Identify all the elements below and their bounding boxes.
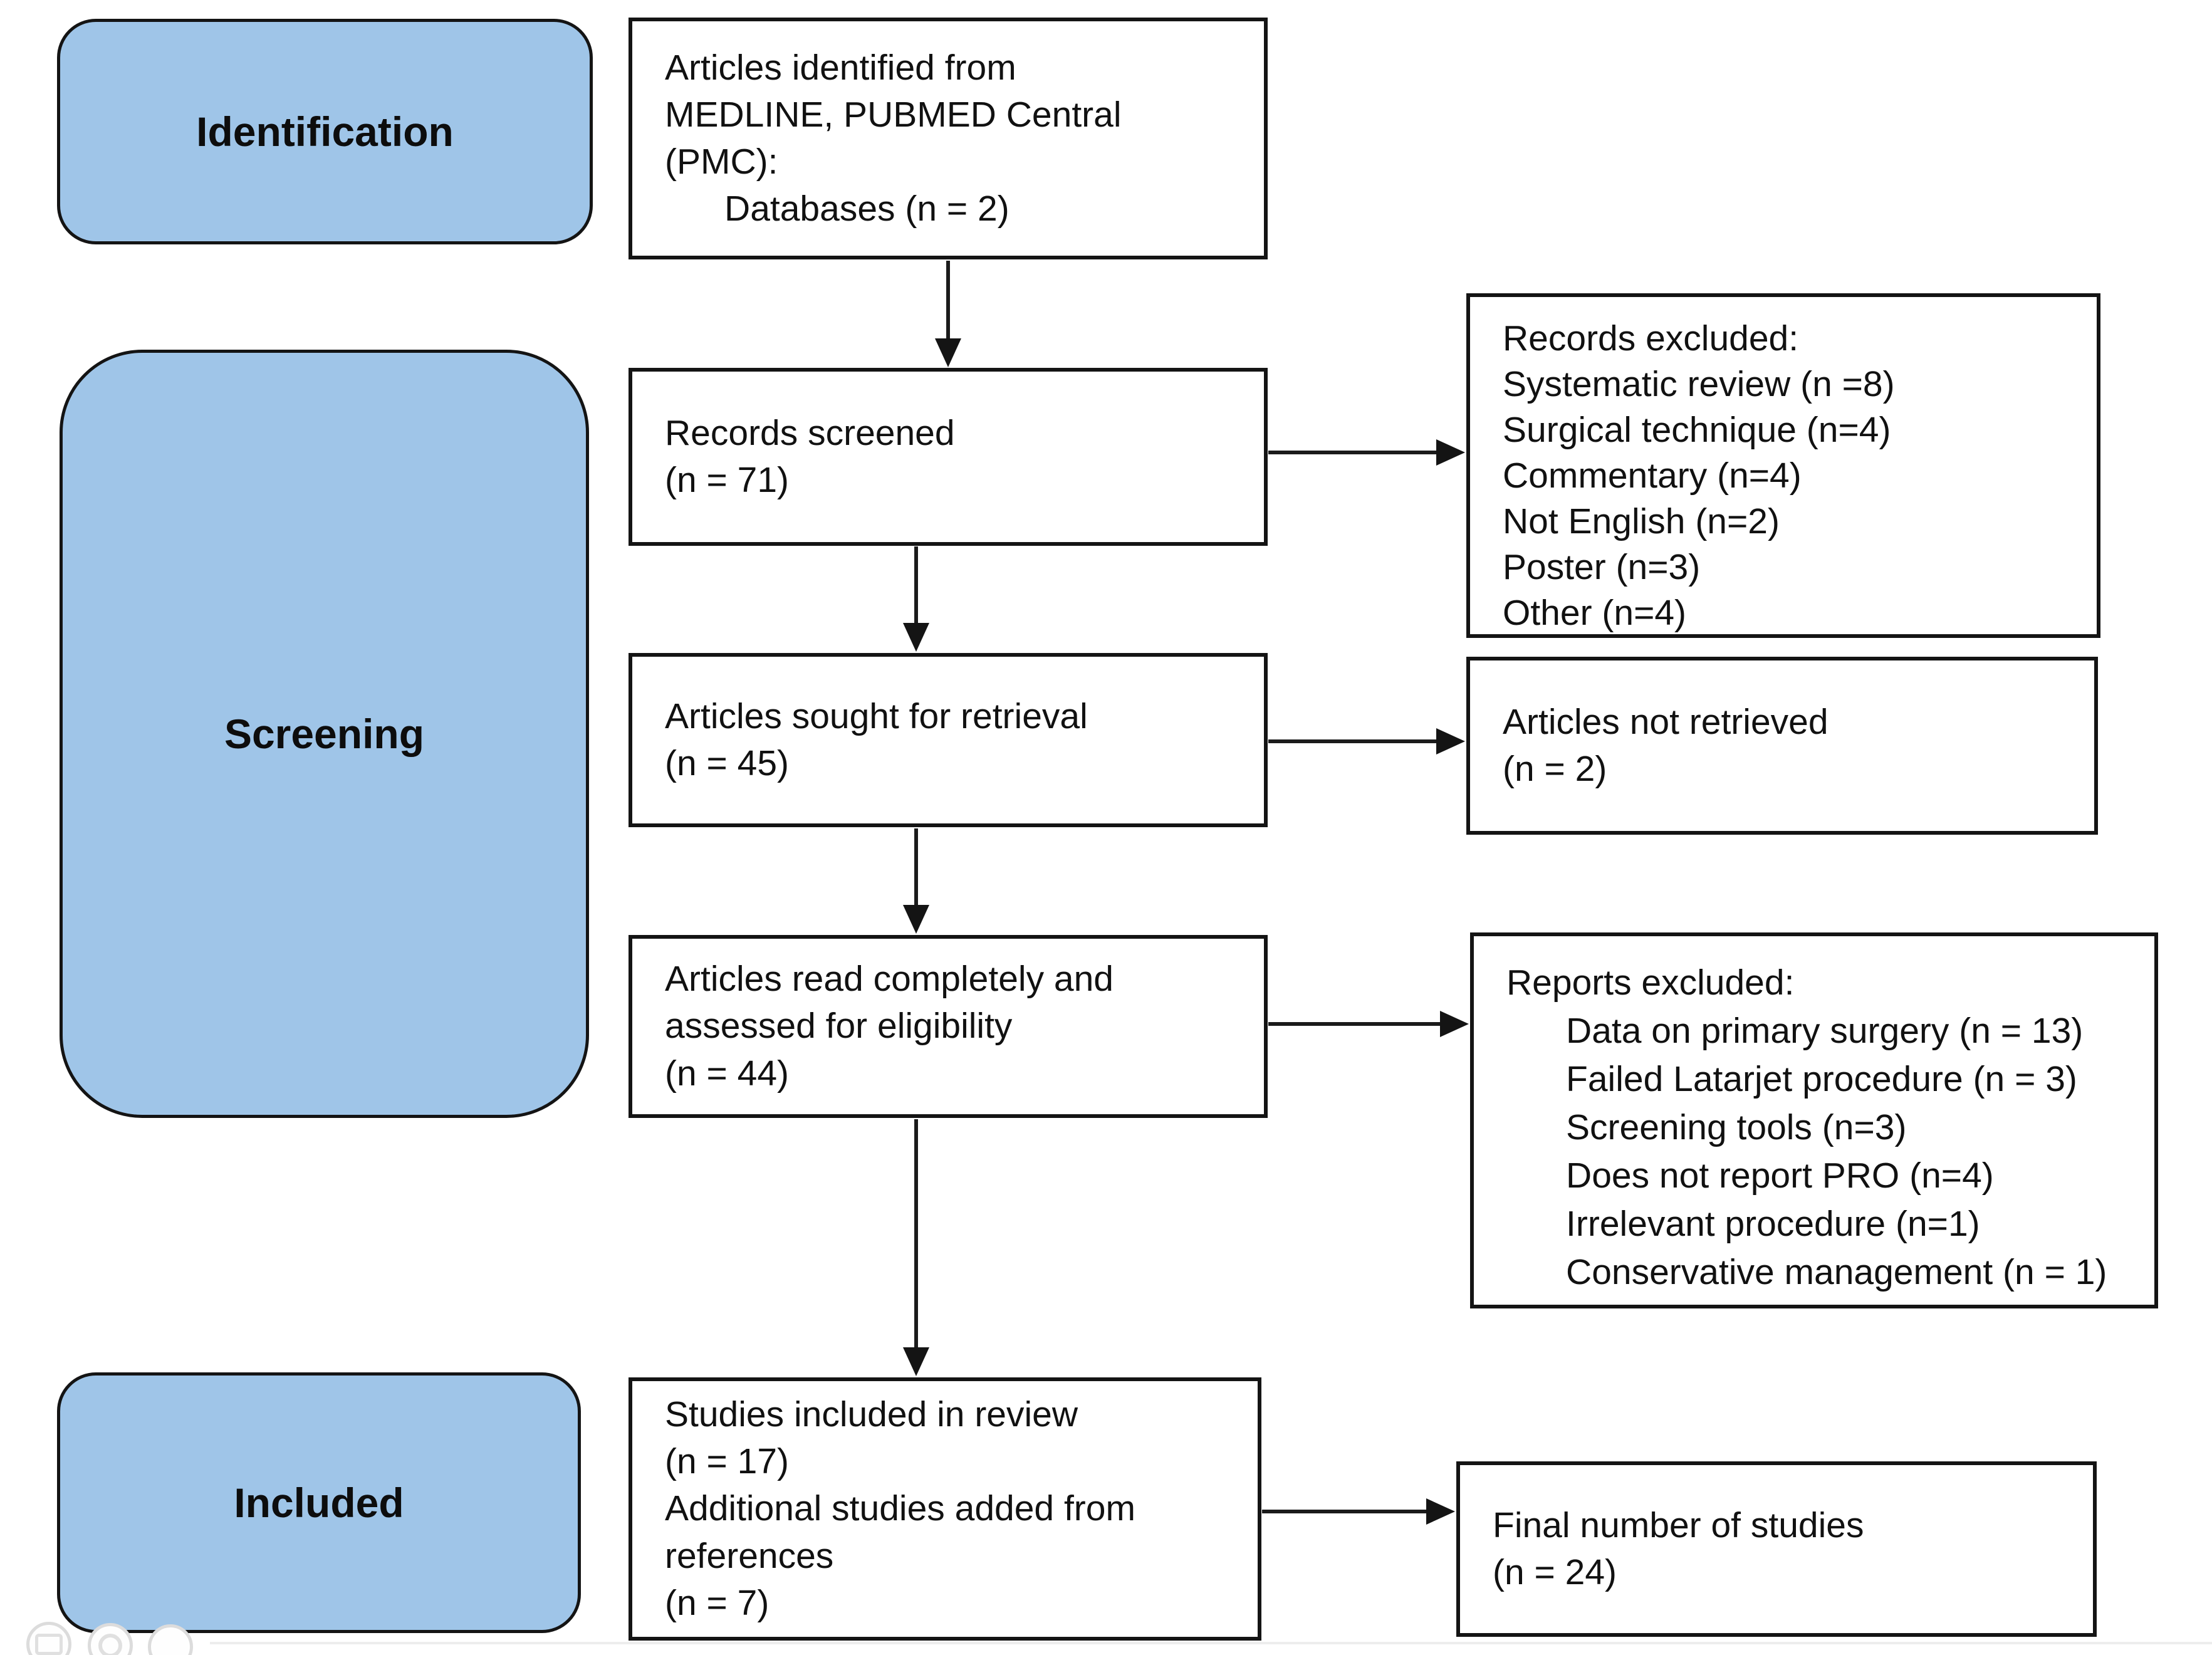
text-line: Databases (n = 2) xyxy=(665,189,1009,229)
arrow-shaft xyxy=(946,261,950,338)
node-reports-excluded: Reports excluded: Data on primary surger… xyxy=(1470,932,2158,1308)
viewer-control-button[interactable] xyxy=(148,1624,193,1655)
text-line: Articles not retrieved xyxy=(1503,701,1829,742)
arrow-head xyxy=(903,623,929,652)
text-line: (n = 17) xyxy=(665,1441,790,1482)
stage-included-label: Included xyxy=(234,1480,404,1526)
arrow-shaft xyxy=(1268,1022,1440,1026)
text-line: references xyxy=(665,1535,834,1576)
viewer-control-button[interactable] xyxy=(88,1623,133,1655)
arrow-head xyxy=(1426,1498,1455,1525)
text-line: Failed Latarjet procedure (n = 3) xyxy=(1506,1058,2077,1099)
node-records-screened: Records screened (n = 71) xyxy=(629,368,1268,546)
text-line: Poster (n=3) xyxy=(1503,546,1701,587)
text-line: Reports excluded: xyxy=(1506,963,1795,1003)
arrow-down-icon xyxy=(902,1119,930,1376)
arrow-shaft xyxy=(914,1119,918,1347)
text-line: Does not report PRO (n=4) xyxy=(1506,1155,1994,1196)
arrow-head xyxy=(903,905,929,934)
text-line: Other (n=4) xyxy=(1503,592,1687,633)
stage-identification: Identification xyxy=(57,19,593,244)
node-articles-sought: Articles sought for retrieval (n = 45) xyxy=(629,653,1268,827)
text-line: Records screened xyxy=(665,412,955,453)
text-line: assessed for eligibility xyxy=(665,1006,1013,1047)
text-line: Surgical technique (n=4) xyxy=(1503,409,1891,450)
stage-screening: Screening xyxy=(60,350,589,1118)
arrow-head xyxy=(1440,1011,1469,1037)
arrow-right-icon xyxy=(1268,1010,1469,1038)
text-line: Articles sought for retrieval xyxy=(665,696,1088,736)
text-line: Commentary (n=4) xyxy=(1503,455,1802,496)
text-line: Records excluded: xyxy=(1503,318,1799,358)
text-line: Irrelevant procedure (n=1) xyxy=(1506,1203,1980,1244)
text-line: (n = 45) xyxy=(665,743,790,783)
text-line: (PMC): xyxy=(665,142,778,182)
page-edge-divider xyxy=(210,1642,2212,1644)
text-line: (n = 71) xyxy=(665,460,790,500)
text-line: MEDLINE, PUBMED Central xyxy=(665,94,1122,135)
text-line: Conservative management (n = 1) xyxy=(1506,1251,2107,1292)
viewer-control-button[interactable] xyxy=(26,1622,71,1655)
arrow-shaft xyxy=(1268,451,1436,454)
text-line: Articles read completely and xyxy=(665,959,1114,1000)
node-articles-read: Articles read completely and assessed for… xyxy=(629,935,1268,1118)
text-line: (n = 44) xyxy=(665,1053,790,1094)
arrow-head xyxy=(1436,439,1465,466)
arrow-head xyxy=(1436,728,1465,754)
text-line: Not English (n=2) xyxy=(1503,501,1780,541)
text-line: Systematic review (n =8) xyxy=(1503,363,1895,404)
arrow-head xyxy=(903,1347,929,1376)
arrow-down-icon xyxy=(902,828,930,934)
arrow-shaft xyxy=(914,828,918,905)
text-line: (n = 24) xyxy=(1493,1552,1617,1592)
arrow-right-icon xyxy=(1268,439,1465,466)
stage-identification-label: Identification xyxy=(196,108,454,155)
node-articles-not-retrieved: Articles not retrieved (n = 2) xyxy=(1466,657,2098,835)
arrow-down-icon xyxy=(902,546,930,652)
stage-included: Included xyxy=(57,1372,581,1633)
text-line: Data on primary surgery (n = 13) xyxy=(1506,1010,2084,1051)
node-studies-included: Studies included in review (n = 17) Additi… xyxy=(629,1377,1261,1641)
text-line: Studies included in review xyxy=(665,1394,1078,1434)
arrow-shaft xyxy=(1262,1510,1426,1513)
text-line: (n = 7) xyxy=(665,1582,770,1623)
arrow-right-icon xyxy=(1262,1498,1455,1525)
arrow-head xyxy=(935,338,961,367)
stage-screening-label: Screening xyxy=(224,711,425,757)
arrow-down-icon xyxy=(934,261,962,367)
node-records-excluded: Records excluded: Systematic review (n =8… xyxy=(1466,293,2100,638)
arrow-shaft xyxy=(914,546,918,623)
viewer-dot-icon xyxy=(98,1634,122,1655)
text-line: Articles identified from xyxy=(665,47,1016,88)
text-line: Additional studies added from xyxy=(665,1488,1135,1529)
text-line: Final number of studies xyxy=(1493,1505,1864,1545)
node-final-studies: Final number of studies (n = 24) xyxy=(1456,1461,2097,1637)
viewer-tool-icon xyxy=(35,1634,63,1655)
text-line: (n = 2) xyxy=(1503,749,1607,789)
arrow-shaft xyxy=(1268,739,1436,743)
arrow-right-icon xyxy=(1268,728,1465,755)
text-line: Screening tools (n=3) xyxy=(1506,1107,1907,1147)
